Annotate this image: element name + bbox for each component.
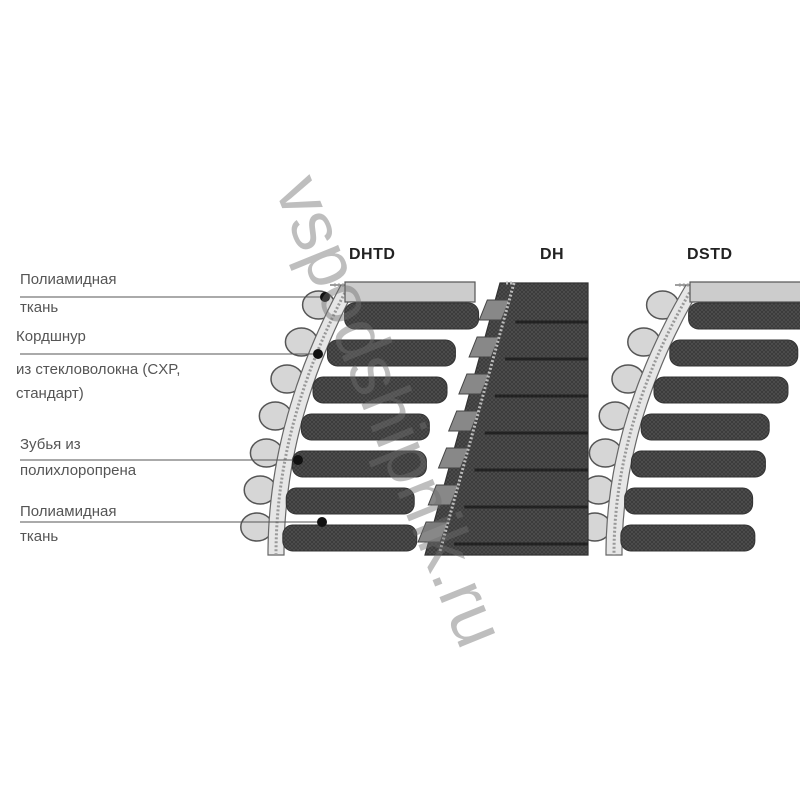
leader-dot xyxy=(317,517,327,527)
label-fabric-top-2: ткань xyxy=(20,299,59,316)
label-fabric-bottom-2: ткань xyxy=(20,528,59,545)
leader-dot xyxy=(293,455,303,465)
tooth-dhtd xyxy=(291,450,427,478)
cord-line-dh xyxy=(438,281,516,554)
tooth-edge-dh xyxy=(447,410,480,432)
tooth-dhtd xyxy=(300,413,430,441)
label-fabric-top-1: Полиамидная xyxy=(20,271,117,288)
label-fabric-bottom-1: Полиамидная xyxy=(20,503,117,520)
tooth-edge-dh xyxy=(427,484,460,506)
label-teeth-2: полихлоропрена xyxy=(20,462,137,479)
tooth-dstd xyxy=(620,524,756,552)
label-teeth-1: Зубья из xyxy=(20,436,81,453)
leader-dot xyxy=(320,292,330,302)
top-fabric-dstd xyxy=(689,281,800,303)
belt-title-dh: DH xyxy=(540,246,565,263)
cord-line-dhtd xyxy=(274,283,352,555)
tooth-dhtd xyxy=(326,339,456,367)
label-cord-2: из стекловолокна (CXP, xyxy=(16,361,181,378)
tooth-dhtd xyxy=(344,302,480,330)
belt-title-dstd: DSTD xyxy=(687,246,733,263)
belt-title-dhtd: DHTD xyxy=(349,246,396,263)
tooth-dstd xyxy=(669,339,799,367)
tooth-edge-dh xyxy=(458,373,490,395)
tooth-dstd xyxy=(688,302,800,330)
tooth-dstd xyxy=(624,487,754,515)
tooth-edge-dh xyxy=(468,336,500,358)
label-cord-1: Кордшнур xyxy=(16,328,86,345)
top-fabric-dhtd xyxy=(344,281,476,303)
tooth-edge-dh xyxy=(478,299,511,321)
tooth-dstd xyxy=(653,376,789,404)
tooth-dhtd xyxy=(285,487,415,515)
leader-dot xyxy=(313,349,323,359)
label-cord-3: стандарт) xyxy=(16,385,84,402)
tooth-dstd xyxy=(630,450,766,478)
tooth-dhtd xyxy=(312,376,448,404)
tooth-edge-dh xyxy=(417,521,449,543)
tooth-dstd xyxy=(640,413,770,441)
cord-line-dstd xyxy=(612,283,697,555)
tooth-edge-dh xyxy=(437,447,470,469)
tooth-dhtd xyxy=(282,524,418,552)
